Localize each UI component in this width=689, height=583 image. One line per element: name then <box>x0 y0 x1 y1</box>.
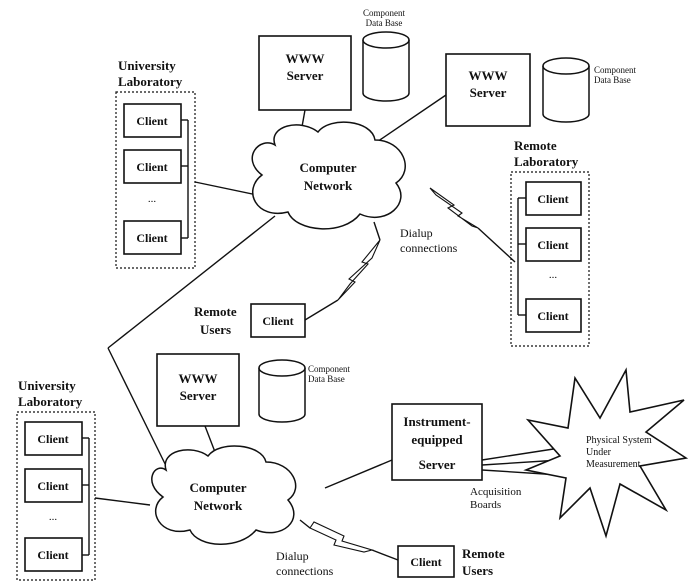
remote-users-1-label-line1: Remote <box>194 304 237 319</box>
www-server-2-label-line2: Server <box>470 85 507 100</box>
component-database-3 <box>258 359 306 423</box>
www-server-2-label-line1: WWW <box>469 68 508 83</box>
link-network2-instrument <box>324 459 393 489</box>
instrument-equipped-server <box>391 403 483 481</box>
link-network1-network2 <box>107 215 276 349</box>
remote-lab-boundary <box>510 171 590 347</box>
university-lab-1-client-1 <box>123 103 182 138</box>
computer-network-cloud-1 <box>251 121 406 230</box>
dialup-bolt-remote-lab <box>429 187 479 229</box>
component-db-1-label-line2: Data Base <box>366 18 403 28</box>
www-server-1-label-line2: Server <box>287 68 324 83</box>
university-lab-1-boundary <box>115 91 196 269</box>
client-label: Client <box>136 114 167 128</box>
client-label: Client <box>37 479 68 493</box>
remote-users-2-label-line2: Users <box>462 563 493 578</box>
link-server2-network1 <box>367 94 447 149</box>
university-lab-1-client-2 <box>123 149 182 184</box>
www-server-3 <box>156 353 240 427</box>
remote-lab-label-line1: Remote <box>514 138 557 153</box>
dialup-bolt-remote-user <box>337 239 381 301</box>
instrument-server-label-line3: Server <box>419 457 456 472</box>
remote-lab-client-2 <box>525 227 582 262</box>
acquisition-wire-1 <box>481 447 561 461</box>
client-label: Client <box>37 548 68 562</box>
client-label: Client <box>537 238 568 252</box>
dialup-1-label-line1: Dialup <box>400 226 433 240</box>
link-network2-dialup2 <box>299 519 311 529</box>
client-label: Client <box>37 432 68 446</box>
link-remote-client-dialup <box>304 299 339 321</box>
university-lab-2-client-2 <box>24 468 83 503</box>
university-lab-1-label-line2: Laboratory <box>118 74 183 89</box>
remote-lab-label-line2: Laboratory <box>514 154 579 169</box>
remote-user-2-client <box>397 545 455 578</box>
www-server-2 <box>445 53 531 127</box>
component-database-2 <box>542 57 590 123</box>
computer-network-2-label-line2: Network <box>194 498 243 513</box>
university-lab-2-client-3 <box>24 537 83 572</box>
computer-network-2-label-line1: Computer <box>189 480 246 495</box>
client-label: Client <box>410 555 441 569</box>
link-unilab2-network2 <box>94 497 151 506</box>
link-dialup-network1 <box>373 221 381 241</box>
computer-network-1-label-line1: Computer <box>299 160 356 175</box>
ellipsis-label: ... <box>49 511 58 523</box>
computer-network-cloud-2 <box>151 445 297 545</box>
university-lab-1-label-line1: University <box>118 58 176 73</box>
computer-network-1-label-line2: Network <box>304 178 353 193</box>
component-db-3-label-line2: Data Base <box>308 374 345 384</box>
university-lab-2-label-line1: University <box>18 378 76 393</box>
university-lab-1-client-3 <box>123 220 182 255</box>
client-label: Client <box>537 192 568 206</box>
ellipsis-label: ... <box>549 269 558 281</box>
remote-lab-client-1 <box>525 181 582 216</box>
physical-system-label-line1: Physical System <box>586 435 652 446</box>
remote-users-1-label-line2: Users <box>200 322 231 337</box>
dialup-1-label-line2: connections <box>400 241 458 255</box>
instrument-server-label-line2: equipped <box>411 432 463 447</box>
acquisition-boards-label-line1: Acquisition <box>470 486 522 498</box>
dialup-2-label-line2: connections <box>276 564 334 578</box>
component-db-3-label-line1: Component <box>308 364 350 374</box>
client-label: Client <box>262 314 293 328</box>
university-lab-2-label-line2: Laboratory <box>18 394 83 409</box>
www-server-1 <box>258 35 352 111</box>
remote-user-1-client <box>250 303 306 338</box>
dialup-2-label-line1: Dialup <box>276 549 309 563</box>
university-lab-2-client-1 <box>24 421 83 456</box>
physical-system-burst <box>523 367 689 539</box>
component-db-2-label-line2: Data Base <box>594 75 631 85</box>
connection-lines <box>94 94 561 561</box>
instrument-server-label-line1: Instrument- <box>403 414 470 429</box>
component-database-1 <box>362 31 410 102</box>
acquisition-boards-label-line2: Boards <box>470 499 501 511</box>
client-label: Client <box>136 160 167 174</box>
component-db-1-label-line1: Component <box>363 8 405 18</box>
link-remote-client2-dialup <box>371 549 399 561</box>
dialup-bolt-bottom <box>309 521 375 553</box>
component-db-2-label-line1: Component <box>594 65 636 75</box>
www-server-1-label-line1: WWW <box>286 51 325 66</box>
link-server3-network2 <box>204 425 216 453</box>
client-label: Client <box>537 309 568 323</box>
remote-users-2-label-line1: Remote <box>462 546 505 561</box>
remote-lab-client-3 <box>525 298 582 333</box>
www-server-3-label-line1: WWW <box>179 371 218 386</box>
physical-system-label-line3: Measurement <box>586 459 641 470</box>
physical-system-label-line2: Under <box>586 447 612 458</box>
university-lab-2-boundary <box>16 411 96 581</box>
www-server-3-label-line2: Server <box>180 388 217 403</box>
link-dialup-remote-lab <box>477 227 516 263</box>
client-label: Client <box>136 231 167 245</box>
ellipsis-label: ... <box>148 193 157 205</box>
link-backbone-to-network2 <box>107 347 173 479</box>
link-unilab1-network1 <box>194 181 263 197</box>
